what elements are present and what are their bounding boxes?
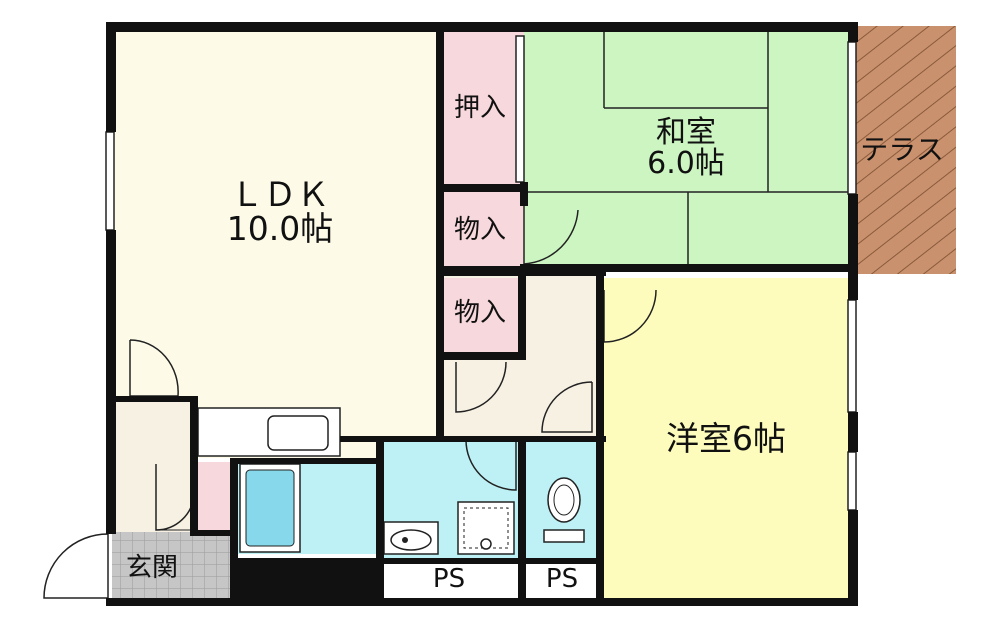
door-swings	[43, 206, 657, 599]
washitsu-label: 和室 6.0帖	[626, 115, 746, 181]
bathtub	[239, 463, 301, 553]
monoire-2-floor-b	[444, 278, 524, 354]
ldk-name: ＬＤＫ	[230, 175, 330, 214]
oshiire-label: 押入	[453, 93, 506, 123]
yoshitsu-label: 洋室6帖	[666, 419, 786, 458]
ldk-label: ＬＤＫ 10.0帖	[200, 178, 360, 245]
oshiire-floor	[444, 30, 524, 186]
kitchen-counter	[197, 407, 341, 457]
washitsu-size: 6.0帖	[647, 145, 725, 181]
terrace-label: テラス	[860, 133, 944, 166]
monoire-1-label: 物入	[453, 215, 506, 245]
monoire-1-floor	[444, 190, 524, 268]
ps-1-label: PS	[432, 564, 466, 594]
genkan-label: 玄関	[125, 553, 178, 583]
ldk-size: 10.0帖	[226, 208, 334, 248]
ldk-floor	[112, 30, 442, 402]
yoshitsu-floor	[602, 278, 854, 600]
washbasin	[383, 521, 439, 555]
tatami-lines	[524, 30, 854, 270]
terrace-deck	[852, 26, 956, 274]
monoire-2-label: 物入	[453, 298, 506, 328]
washitsu-floor	[524, 30, 854, 270]
entry-hall-floor	[112, 402, 196, 532]
ps-2-floor	[524, 564, 600, 598]
walls	[106, 22, 858, 606]
toilet	[543, 477, 585, 543]
shoe-closet-floor	[196, 462, 230, 534]
ps-2-label: PS	[545, 564, 579, 594]
washitsu-name: 和室	[656, 115, 716, 150]
ps-1-floor	[380, 564, 518, 598]
washing-machine-pan	[457, 501, 515, 555]
genkan-floor	[112, 532, 230, 600]
